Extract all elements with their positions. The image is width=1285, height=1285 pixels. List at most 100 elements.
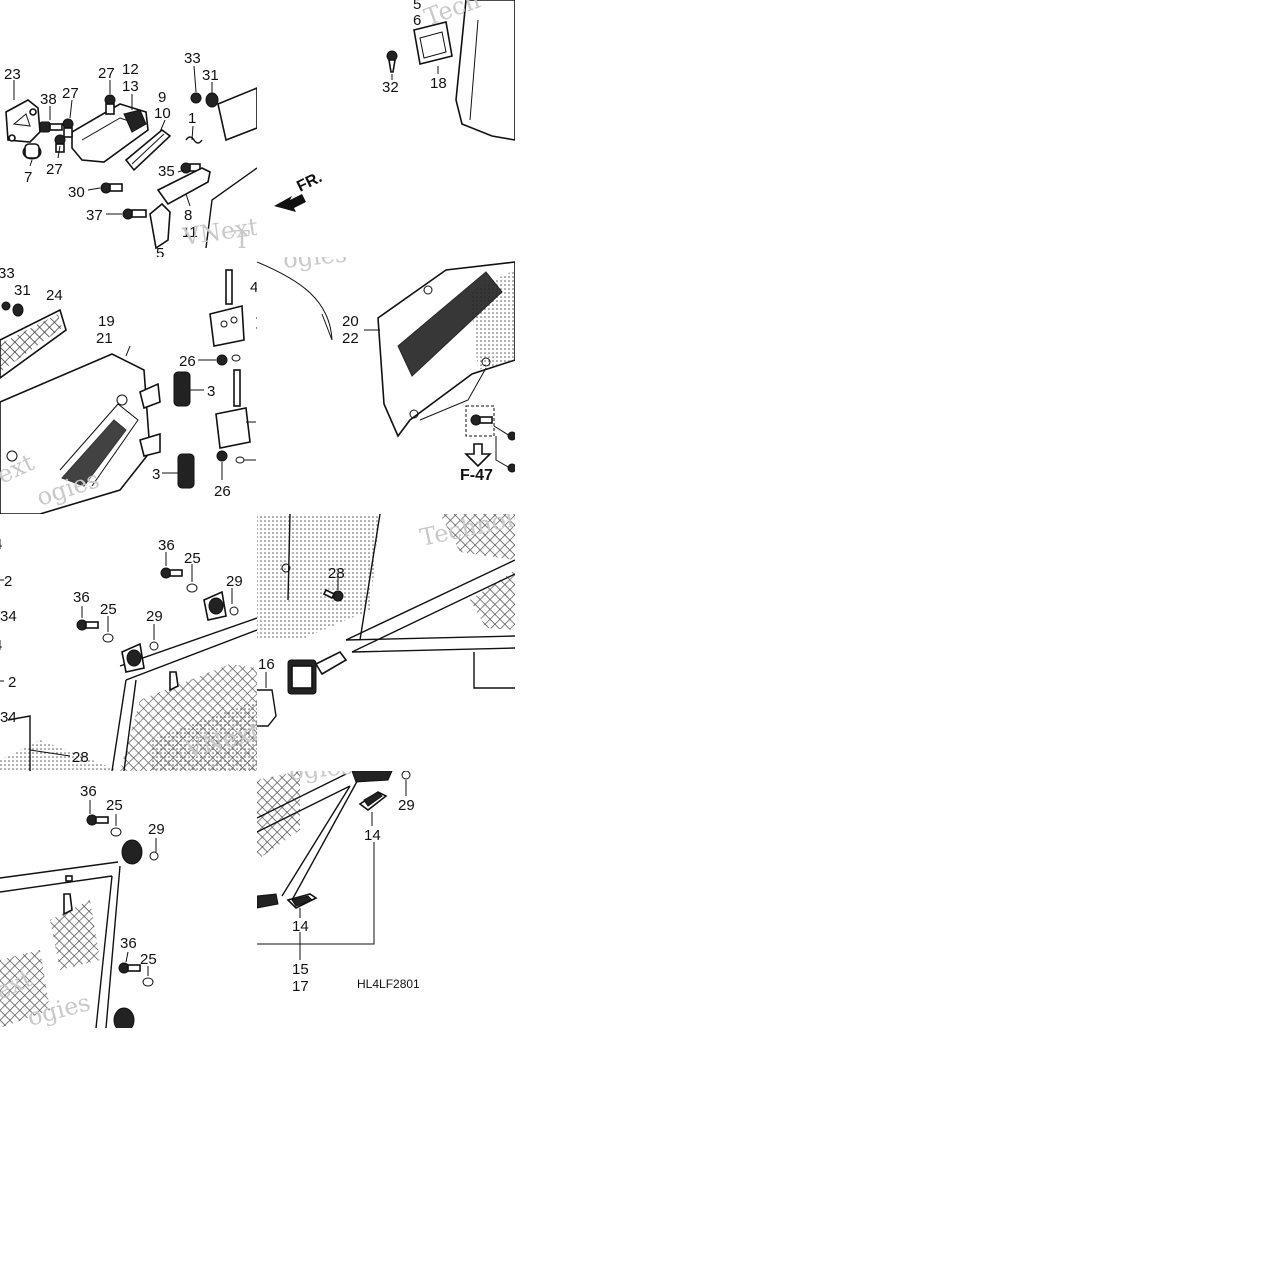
tile-5-net-frame: 4 2 34 4 2 34 36 25 29 36 25 29 28 VNext <box>0 536 257 771</box>
part-number: 29 <box>146 608 163 625</box>
part-number: 20 <box>342 313 359 330</box>
part-number: 26 <box>214 483 231 500</box>
bolt-part <box>39 121 63 133</box>
part-number: 18 <box>430 75 447 92</box>
bolt-part <box>100 182 123 194</box>
hinge-part <box>209 269 257 347</box>
bolt-part <box>470 414 493 426</box>
pad-part <box>217 87 257 142</box>
tile-6-net-strap: 28 16 Technologies <box>257 514 515 727</box>
part-number: 16 <box>258 656 275 673</box>
front-arrow-label: FR. <box>294 169 325 196</box>
tile-8-net-clips: 29 14 14 15 17 HL4LF2801 ogies <box>257 751 420 995</box>
part-number: 19 <box>98 313 115 330</box>
part-number: 26 <box>179 353 196 370</box>
bracket-part <box>124 128 172 172</box>
part-number: 28 <box>328 565 345 582</box>
part-number: 36 <box>158 537 175 554</box>
tile-3-door-outer: 33 31 24 19 21 26 3 3 26 4 ext ogies <box>0 265 258 514</box>
hinge-part <box>215 369 256 461</box>
part-number: 7 <box>24 169 32 186</box>
door-outer-part <box>0 353 151 514</box>
part-number: 4 <box>0 536 2 553</box>
part-number: 2 <box>4 573 12 590</box>
watermark-text: ogies <box>282 239 349 274</box>
part-number: 35 <box>158 163 175 180</box>
part-number: 38 <box>40 91 57 108</box>
part-number: 33 <box>184 50 201 67</box>
part-number: 36 <box>120 935 137 952</box>
mount-part <box>113 1007 135 1028</box>
part-number: 4 <box>250 279 258 296</box>
part-number: 32 <box>382 79 399 96</box>
part-number: 34 <box>0 709 17 726</box>
part-number: 1 <box>188 110 196 127</box>
part-number: 13 <box>122 78 139 95</box>
bolt-part <box>62 118 74 138</box>
part-number: 2 <box>8 674 16 691</box>
part-number: 3 <box>207 383 215 400</box>
part-number: 21 <box>96 330 113 347</box>
reference-label: F-47 <box>460 467 493 484</box>
part-number: 6 <box>413 12 421 29</box>
part-number: 28 <box>72 749 89 766</box>
tile-7-net-lower: 36 25 29 36 25 ext ogies <box>0 783 165 1028</box>
part-number: 14 <box>364 827 381 844</box>
part-number: 17 <box>292 978 309 995</box>
part-number: 10 <box>154 105 171 122</box>
mount-part <box>121 642 145 673</box>
reference-box <box>465 405 495 437</box>
part-number: 14 <box>292 918 309 935</box>
part-number: 33 <box>0 265 15 282</box>
part-number: 31 <box>14 282 31 299</box>
bushing-part <box>173 371 191 407</box>
door-panel-part <box>455 0 515 141</box>
part-number: 24 <box>46 287 63 304</box>
part-number: 23 <box>4 66 21 83</box>
part-number: 36 <box>73 589 90 606</box>
watermark-text: ogies <box>288 751 355 786</box>
part-number: 37 <box>86 207 103 224</box>
part-number: 12 <box>122 61 139 78</box>
watermark-text: T <box>234 226 250 254</box>
part-number: 31 <box>202 67 219 84</box>
mount-part <box>203 590 227 621</box>
part-number: 8 <box>184 207 192 224</box>
part-number: 5 <box>413 0 421 13</box>
part-number: 25 <box>106 797 123 814</box>
bolt-part <box>160 567 198 593</box>
screw-part <box>322 588 344 602</box>
part-number: 27 <box>46 161 63 178</box>
bolt-part <box>54 134 66 153</box>
bolt-part <box>122 208 147 220</box>
bolt-part <box>118 962 154 987</box>
tile-2-door-panel: FR. 5 6 32 18 Tech <box>274 0 515 212</box>
net-frame-tube <box>0 861 119 893</box>
bolt-part <box>86 814 122 837</box>
part-number: 36 <box>80 783 97 800</box>
part-number: 25 <box>100 601 117 618</box>
bolt-part <box>216 354 245 464</box>
screw-part <box>386 50 398 73</box>
part-number: 15 <box>292 961 309 978</box>
part-number: 30 <box>68 184 85 201</box>
buckle-part <box>287 650 348 695</box>
part-number: 27 <box>62 85 79 102</box>
part-number: 11 <box>182 224 198 241</box>
tile-1-latch-assembly: 23 38 27 27 12 13 9 10 33 31 1 7 27 30 3… <box>4 50 257 257</box>
diagram-code: HL4LF2801 <box>357 977 420 991</box>
collar-part <box>22 143 42 160</box>
part-number: 4 <box>0 637 2 654</box>
part-number: 25 <box>140 951 157 968</box>
part-number: 9 <box>158 89 166 106</box>
reference-arrow-icon <box>464 443 492 468</box>
bolt-part <box>104 94 116 115</box>
mount-part <box>121 839 143 865</box>
bushing-part <box>177 453 195 489</box>
part-number: 29 <box>398 797 415 814</box>
part-number: 25 <box>184 550 201 567</box>
front-arrow-icon <box>274 194 306 212</box>
part-number: 34 <box>0 608 17 625</box>
keeper-part <box>149 202 171 250</box>
